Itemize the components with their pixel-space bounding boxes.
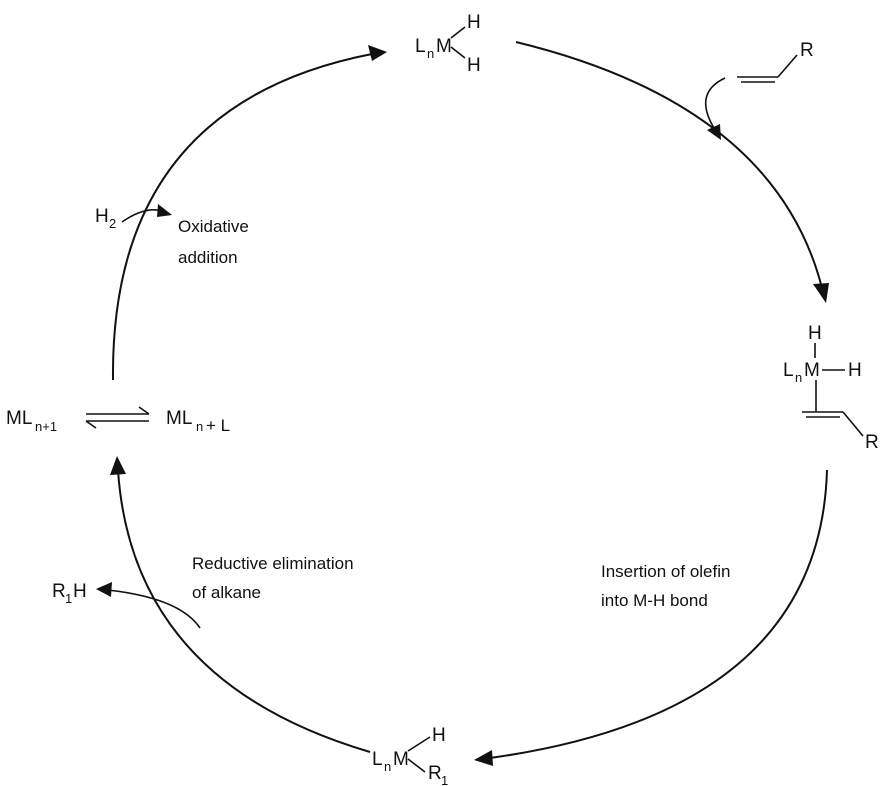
arrowhead-top-left [368,45,387,61]
alkane-product: R 1 H [52,581,87,606]
dihydride-n: n [427,46,434,61]
complex-r-bond [842,411,864,437]
complex-H-top: H [808,323,822,344]
alkyl-M: M [393,749,409,770]
dihydride-H1: H [467,12,481,33]
olefin-arrowhead [707,124,721,140]
label-oxidative-line2: addition [178,248,238,267]
bond-m-h1 [450,26,466,39]
h2-arrowhead [157,204,172,217]
complex-H-right: H [848,360,862,381]
olefin-reactant: R [737,40,814,83]
complex-Ln: L [783,360,794,381]
dihydride-complex: L n M H H [415,12,481,76]
arc-top-right [515,41,823,289]
precursor-ML: ML [6,408,32,429]
label-reductive-line2: of alkane [192,583,261,602]
arc-bottom-right [489,469,828,759]
dihydride-M: M [436,36,452,57]
label-reductive-line1: Reductive elimination [192,554,354,573]
bond-m-h2 [450,46,466,59]
h2-reagent: H 2 [95,206,116,231]
h2-sub: 2 [109,216,116,231]
olefin-R: R [800,40,814,61]
dihydride-H2: H [467,55,481,76]
bond-m-h-alkyl [407,736,431,752]
label-oxidative-line1: Oxidative [178,217,249,236]
alkyl-H: H [432,725,446,746]
label-insertion-line1: Insertion of olefin [601,562,730,581]
arc-top-left [111,53,373,381]
olefin-r-bond [777,54,798,78]
precursor-plus-L: + L [206,416,230,435]
alkyl-n: n [384,759,391,774]
alkyl-Ln: L [372,749,383,770]
alkyl-R: R [428,763,442,784]
product-H: H [73,581,87,602]
alkane-exit-arrow [107,589,201,629]
h2-H: H [95,206,109,227]
product-sub: 1 [65,591,72,606]
arrowhead-top-right [813,283,829,303]
olefin-entry-arrow [705,77,726,129]
precursor-n: n [196,419,203,434]
label-insertion-line2: into M-H bond [601,591,708,610]
alkyl-R-sub: 1 [441,773,448,786]
arc-bottom-left [117,469,371,753]
olefin-complex: H L n M H R [783,323,879,453]
arrowhead-bottom-right [474,750,493,766]
precursor-MLn: ML [166,408,192,429]
complex-R: R [865,432,879,453]
complex-n: n [795,370,802,385]
precursor-equilibrium: ML n+1 ML n + L [6,406,230,435]
bond-m-r1 [407,758,426,773]
product-R: R [52,581,66,602]
equilibrium-forward-barb [138,406,150,415]
complex-M: M [804,360,820,381]
alkane-arrowhead [96,582,112,597]
arrowhead-bottom-left [110,456,126,475]
precursor-n-plus-1: n+1 [35,419,57,434]
equilibrium-reverse-barb [85,420,97,429]
alkyl-hydride-complex: L n M H R 1 [372,725,448,786]
dihydride-Ln: L [415,36,426,57]
